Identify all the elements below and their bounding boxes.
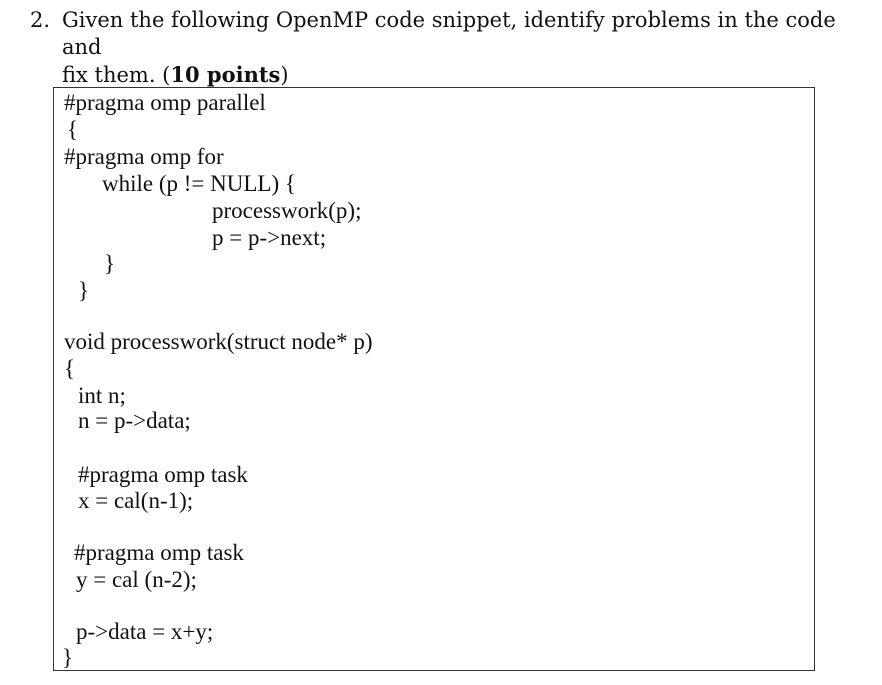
code-line: #pragma omp for <box>64 144 224 169</box>
question-text-prefix: fix them. ( <box>62 63 171 87</box>
code-line: { <box>64 356 76 381</box>
question-text-line-1: Given the following OpenMP code snippet,… <box>62 8 836 59</box>
code-line: void processwork(struct node* p) <box>64 329 373 354</box>
question-header: 2. Given the following OpenMP code snipp… <box>0 0 882 87</box>
question-text-line-2: fix them. (10 points) <box>62 61 842 89</box>
code-line: { <box>67 117 79 142</box>
points-label: 10 points <box>170 62 281 87</box>
code-line: processwork(p); <box>212 198 362 223</box>
code-line: #pragma omp parallel <box>64 90 266 115</box>
code-line: } <box>78 278 90 303</box>
code-snippet-box: #pragma omp parallel { #pragma omp for w… <box>53 87 815 671</box>
code-line: n = p->data; <box>78 408 191 433</box>
code-line: x = cal(n-1); <box>78 488 194 513</box>
code-line: } <box>62 645 74 670</box>
code-line: int n; <box>78 383 126 408</box>
code-line: } <box>104 251 116 276</box>
code-line: y = cal (n-2); <box>76 567 197 592</box>
code-line: p = p->next; <box>212 225 327 250</box>
code-line: p->data = x+y; <box>76 619 214 644</box>
code-line: #pragma omp task <box>74 540 244 565</box>
question-text: Given the following OpenMP code snippet,… <box>62 7 842 89</box>
question-text-suffix: ) <box>280 63 289 87</box>
code-line: #pragma omp task <box>78 462 248 487</box>
code-line: while (p != NULL) { <box>102 171 296 196</box>
question-number: 2. <box>30 8 51 32</box>
